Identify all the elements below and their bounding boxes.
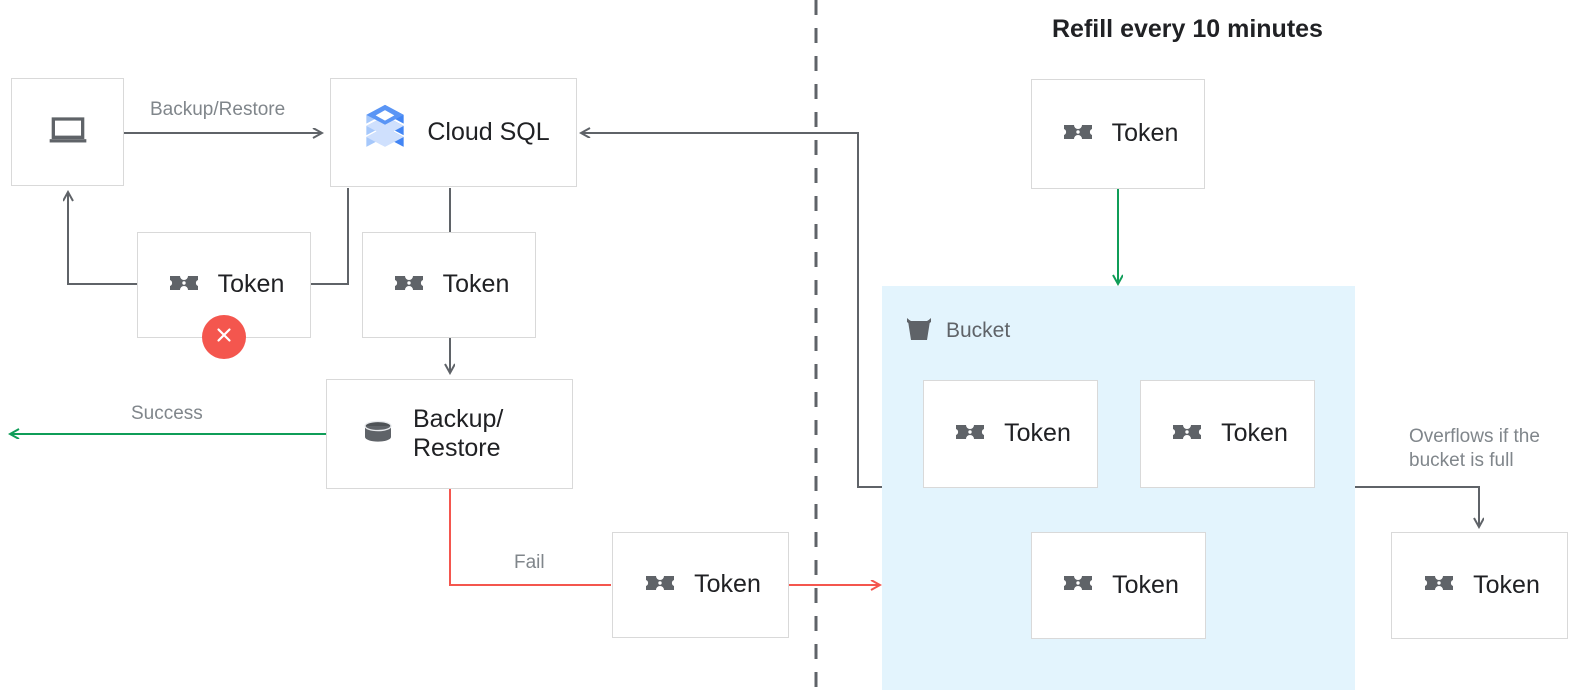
- node-token-refill-label: Token: [1111, 119, 1179, 148]
- node-token-fail-label: Token: [694, 570, 761, 599]
- cloud-sql-icon: [357, 102, 413, 163]
- node-token-refill[interactable]: Token: [1031, 79, 1205, 189]
- edge-label-fail: Fail: [514, 552, 545, 573]
- node-backup-restore-label: Backup/ Restore: [413, 404, 504, 463]
- node-token-overflow[interactable]: Token: [1391, 532, 1568, 639]
- node-token-bucket-3[interactable]: Token: [1031, 532, 1206, 639]
- edge-label-success: Success: [131, 403, 203, 424]
- token-icon: [640, 563, 680, 608]
- node-backup-restore[interactable]: Backup/ Restore: [326, 379, 573, 489]
- database-icon: [357, 411, 399, 458]
- edge-label-overflow: Overflows if the bucket is full: [1409, 426, 1540, 472]
- node-token-bucket-3-label: Token: [1112, 570, 1179, 599]
- node-cloud-sql[interactable]: Cloud SQL: [330, 78, 577, 187]
- token-icon: [1419, 563, 1459, 608]
- node-cloud-sql-label: Cloud SQL: [427, 117, 550, 146]
- node-token-denied-label: Token: [217, 270, 285, 299]
- node-client[interactable]: [11, 78, 124, 186]
- edge-bucket-to-cloudsql: [581, 133, 882, 488]
- node-token-granted[interactable]: Token: [362, 232, 536, 338]
- node-token-bucket-2-label: Token: [1221, 419, 1288, 448]
- edge-token-denied-to-client: [68, 192, 137, 285]
- token-icon: [389, 263, 429, 308]
- node-token-granted-label: Token: [442, 270, 510, 299]
- x-close-icon: [213, 324, 235, 351]
- laptop-icon: [46, 108, 90, 157]
- edge-label-backup-restore: Backup/Restore: [150, 99, 286, 120]
- bucket-label: Bucket: [946, 318, 1011, 342]
- bucket-icon: [903, 312, 935, 349]
- node-token-overflow-label: Token: [1473, 570, 1540, 599]
- node-token-bucket-2[interactable]: Token: [1140, 380, 1315, 488]
- bucket-header: Bucket: [903, 312, 1010, 349]
- token-icon: [950, 412, 990, 457]
- token-icon: [1058, 563, 1098, 608]
- node-token-fail[interactable]: Token: [612, 532, 789, 638]
- edge-cloudsql-to-token-denied: [311, 188, 349, 285]
- page-title: Refill every 10 minutes: [1052, 15, 1323, 43]
- token-icon: [1167, 412, 1207, 457]
- token-icon: [1058, 112, 1098, 157]
- token-icon: [164, 263, 204, 308]
- edge-bucket-overflow: [1355, 486, 1479, 527]
- node-token-bucket-1-label: Token: [1004, 419, 1071, 448]
- status-badge-failed: [202, 315, 246, 359]
- node-token-bucket-1[interactable]: Token: [923, 380, 1098, 488]
